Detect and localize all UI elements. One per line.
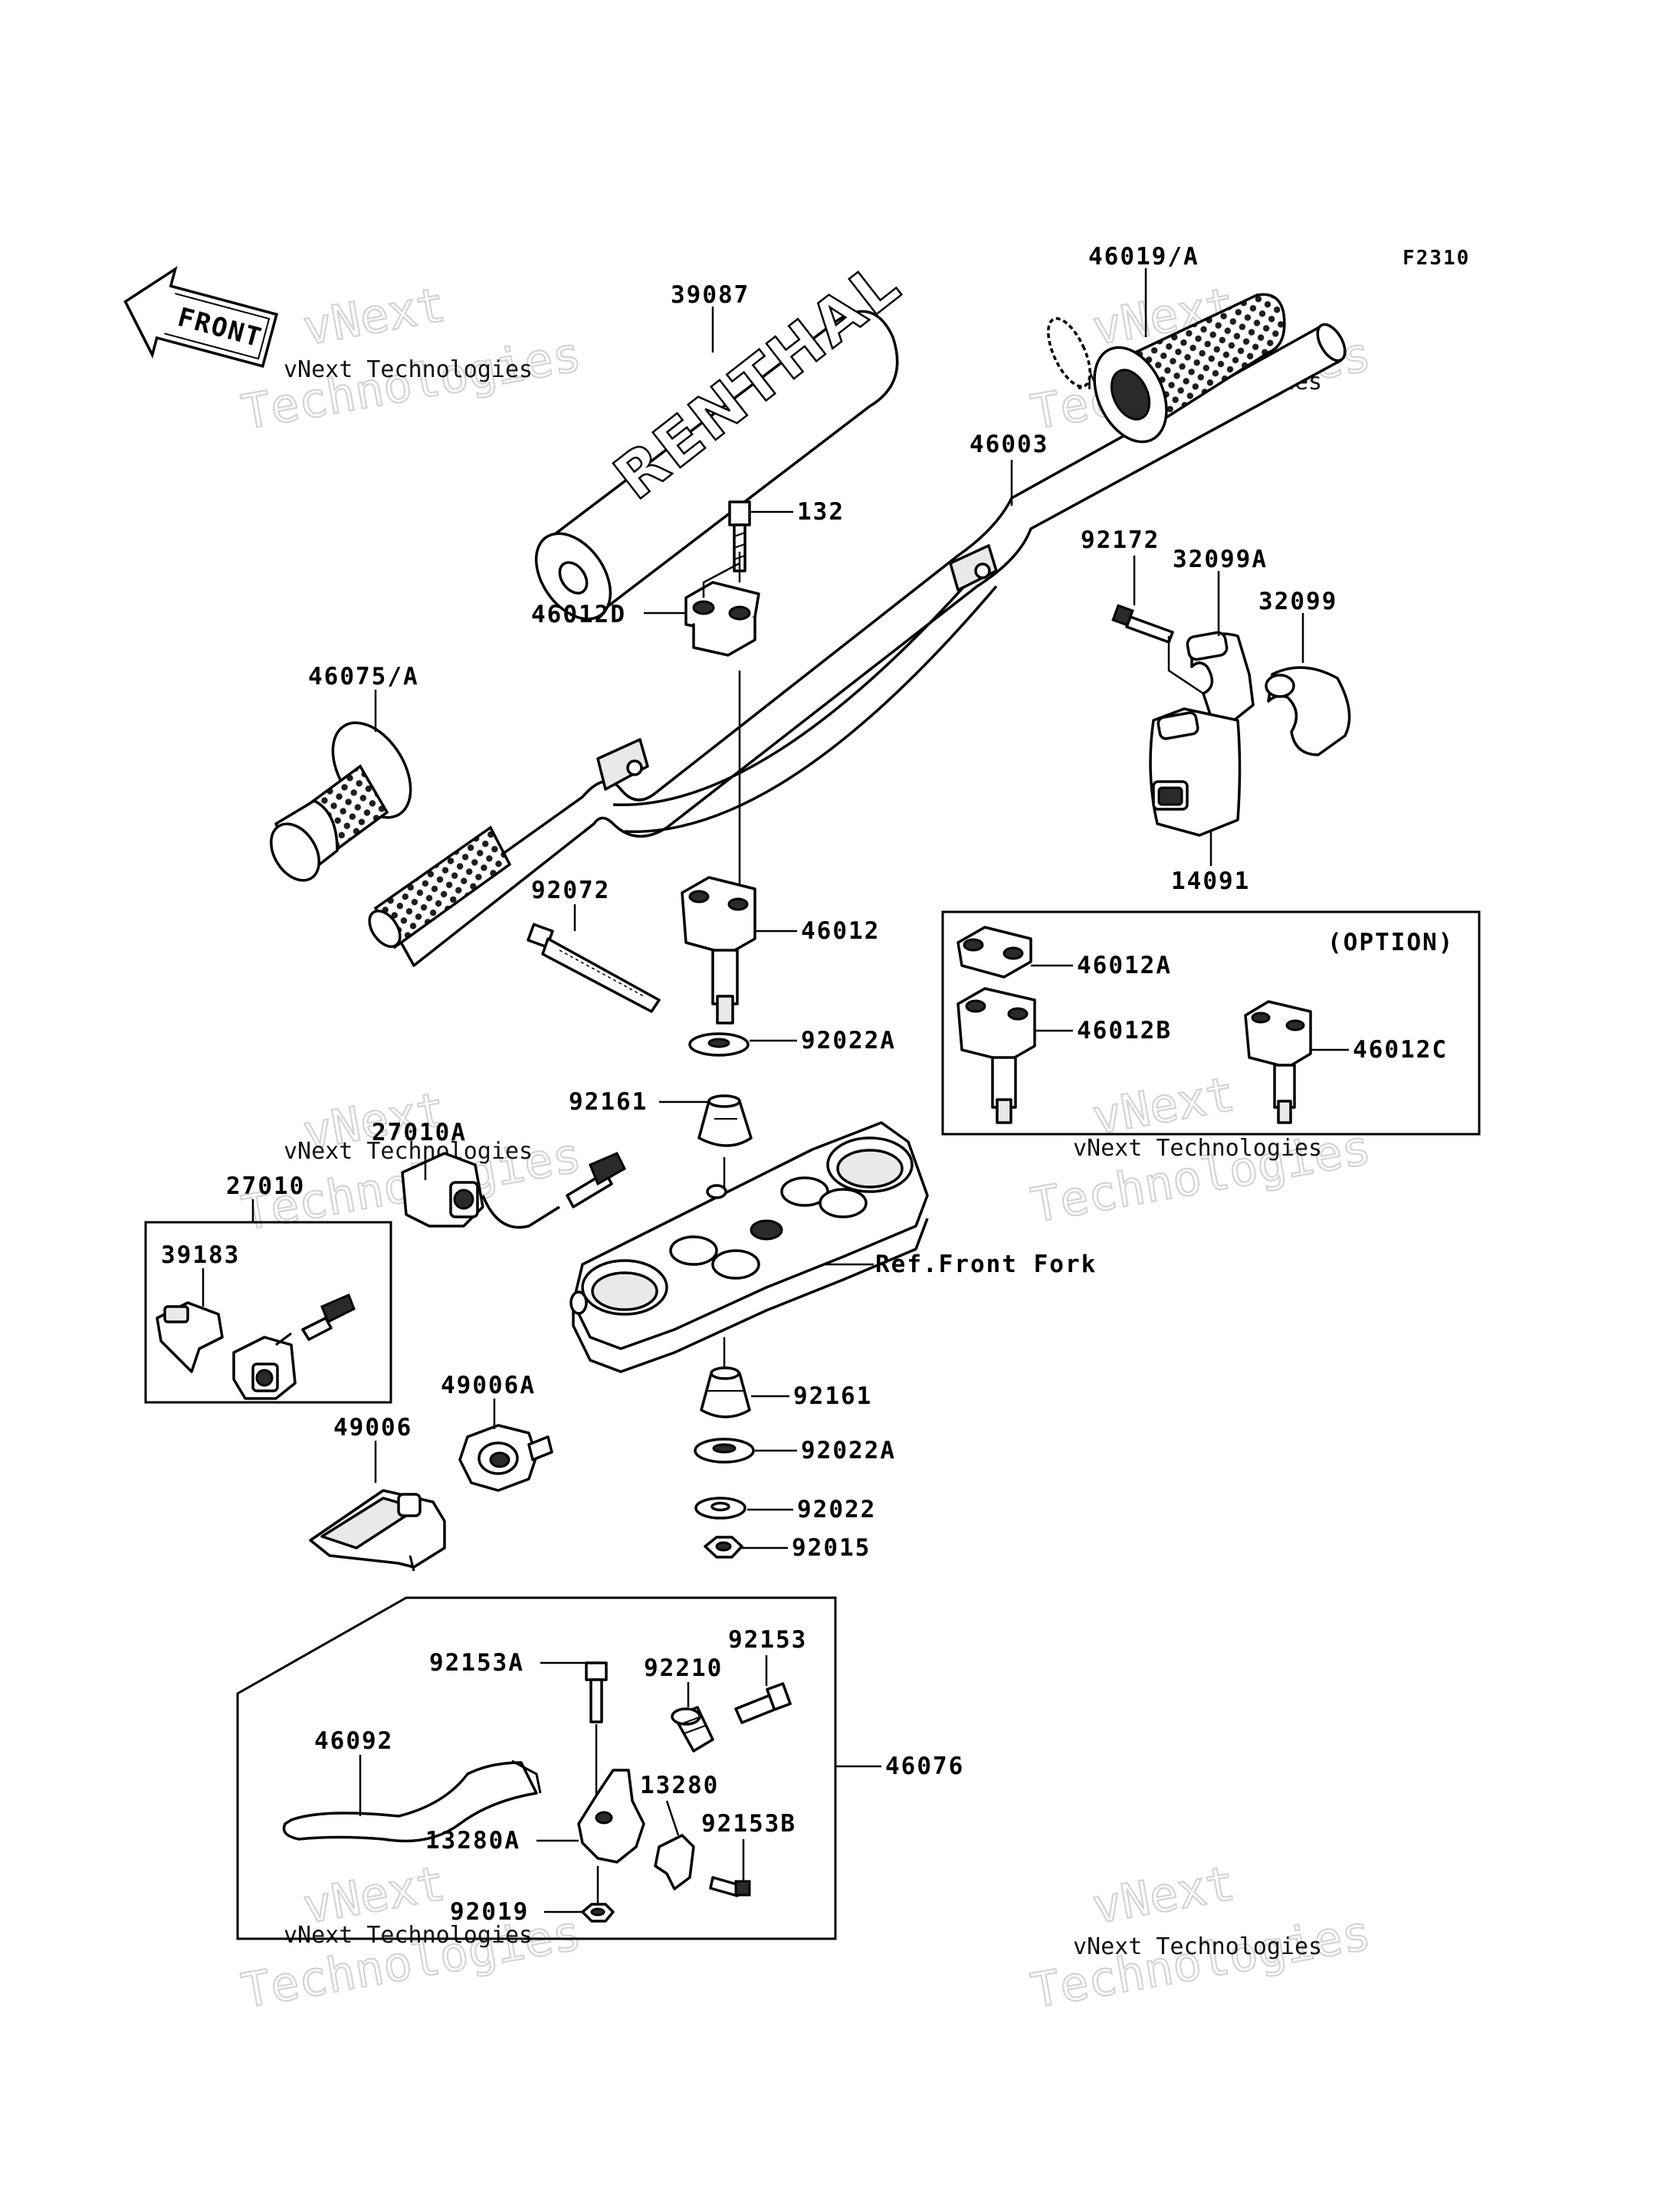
lever-assembly-box <box>236 1596 837 1940</box>
label-92153A: 92153A <box>429 1649 524 1677</box>
riser-46012C <box>1244 1000 1312 1124</box>
label-92172: 92172 <box>1081 526 1160 554</box>
label-46012: 46012 <box>801 917 880 945</box>
label-92019: 92019 <box>450 1898 529 1926</box>
lever-clamp-13280 <box>654 1834 695 1890</box>
label-46012B: 46012B <box>1077 1017 1172 1044</box>
label-46075A: 46075/A <box>308 663 419 690</box>
throttle-grip-46019A <box>1047 293 1286 444</box>
watermark-bottom-right: vNext Technologies vNext Technologies <box>1026 1854 1376 2020</box>
throttle-housing-14091 <box>1149 707 1242 837</box>
watermark-middle-right: vNext Technologies vNext Technologies <box>1026 1064 1376 1235</box>
label-92022A-bottom: 92022A <box>801 1437 896 1464</box>
svg-text:vNext: vNext <box>1088 1854 1239 1934</box>
watermark-top-left: vNext Technologies vNext Technologies <box>237 275 586 441</box>
handlebar-46003 <box>368 323 1347 967</box>
bolt-132 <box>728 500 751 572</box>
label-49006A: 49006A <box>441 1372 536 1399</box>
switch-body-27010 <box>232 1294 356 1400</box>
label-92161-bottom: 92161 <box>793 1382 872 1410</box>
upper-clamp-46012D <box>684 581 760 657</box>
label-14091: 14091 <box>1171 867 1250 895</box>
figure-code: F2310 <box>1403 247 1470 270</box>
svg-text:vNext Technologies: vNext Technologies <box>284 1922 533 1949</box>
svg-text:vNext Technologies: vNext Technologies <box>1073 1135 1322 1162</box>
svg-text:vNext Technologies: vNext Technologies <box>284 1138 533 1165</box>
label-39087: 39087 <box>671 281 750 309</box>
label-132: 132 <box>797 498 845 526</box>
label-13280: 13280 <box>640 1772 719 1799</box>
label-92015: 92015 <box>792 1534 871 1562</box>
riser-46012 <box>681 876 756 1025</box>
hot-start-lever-49006 <box>309 1489 446 1572</box>
washer-92022A-top <box>688 1032 750 1057</box>
label-46076: 46076 <box>885 1753 964 1780</box>
nut-92015 <box>704 1536 743 1559</box>
option-box <box>941 910 1481 1136</box>
label-27010: 27010 <box>226 1172 305 1200</box>
label-92153: 92153 <box>728 1626 807 1654</box>
cushion-92161-top <box>697 1094 753 1147</box>
svg-text:vNext Technologies: vNext Technologies <box>1073 1933 1322 1960</box>
label-46092: 46092 <box>314 1727 393 1755</box>
bushing-92210 <box>671 1706 714 1753</box>
watermark-bottom-left: vNext Technologies vNext Technologies <box>237 1854 586 2020</box>
label-32099A: 32099A <box>1173 546 1268 573</box>
left-grip-46075A <box>270 721 412 882</box>
label-92210: 92210 <box>644 1654 723 1682</box>
label-27010A: 27010A <box>372 1119 467 1146</box>
bolt-92172 <box>1111 604 1174 644</box>
nut-92019 <box>581 1903 615 1923</box>
label-32099: 32099 <box>1258 588 1337 615</box>
label-46019A: 46019/A <box>1088 243 1199 271</box>
option-label: (OPTION) <box>1327 929 1454 956</box>
reference-front-fork: Ref.Front Fork <box>875 1251 1097 1278</box>
label-13280A: 13280A <box>425 1827 520 1854</box>
label-49006: 49006 <box>333 1414 412 1441</box>
adjuster-92153 <box>734 1682 792 1724</box>
label-46012A: 46012A <box>1077 952 1172 979</box>
bolt-92153A <box>585 1661 608 1723</box>
svg-text:vNext Technologies: vNext Technologies <box>284 356 533 383</box>
cushion-92161-bottom <box>700 1366 751 1418</box>
clamp-46012A <box>956 926 1032 979</box>
label-39183: 39183 <box>161 1241 240 1269</box>
upper-triple-clamp <box>569 1121 929 1373</box>
cable-tie-92072 <box>527 923 661 1013</box>
hot-start-knob-49006A <box>458 1424 553 1492</box>
label-92072: 92072 <box>531 877 610 904</box>
front-arrow-icon: FRONT <box>123 266 279 369</box>
switch-clamp-39183 <box>156 1301 224 1373</box>
clamp-32099A <box>1186 631 1255 722</box>
switch-27010A <box>401 1152 626 1229</box>
washer-92022A-bottom <box>694 1438 755 1464</box>
lever-bracket-13280A <box>577 1769 645 1864</box>
riser-46012B <box>956 987 1036 1124</box>
lever-46092 <box>282 1759 542 1843</box>
clamp-32099 <box>1265 666 1351 756</box>
label-92022A-top: 92022A <box>801 1027 896 1054</box>
svg-text:vNext: vNext <box>299 276 449 356</box>
label-46003: 46003 <box>970 431 1048 458</box>
switch-group-box <box>144 1221 392 1404</box>
label-92022: 92022 <box>797 1496 876 1523</box>
washer-92022 <box>694 1497 746 1520</box>
label-92153B: 92153B <box>701 1810 796 1838</box>
label-46012C: 46012C <box>1353 1036 1448 1064</box>
label-92161-top: 92161 <box>569 1088 648 1116</box>
svg-text:Technologies: Technologies <box>1027 1904 1375 2019</box>
label-46012D: 46012D <box>531 601 626 628</box>
